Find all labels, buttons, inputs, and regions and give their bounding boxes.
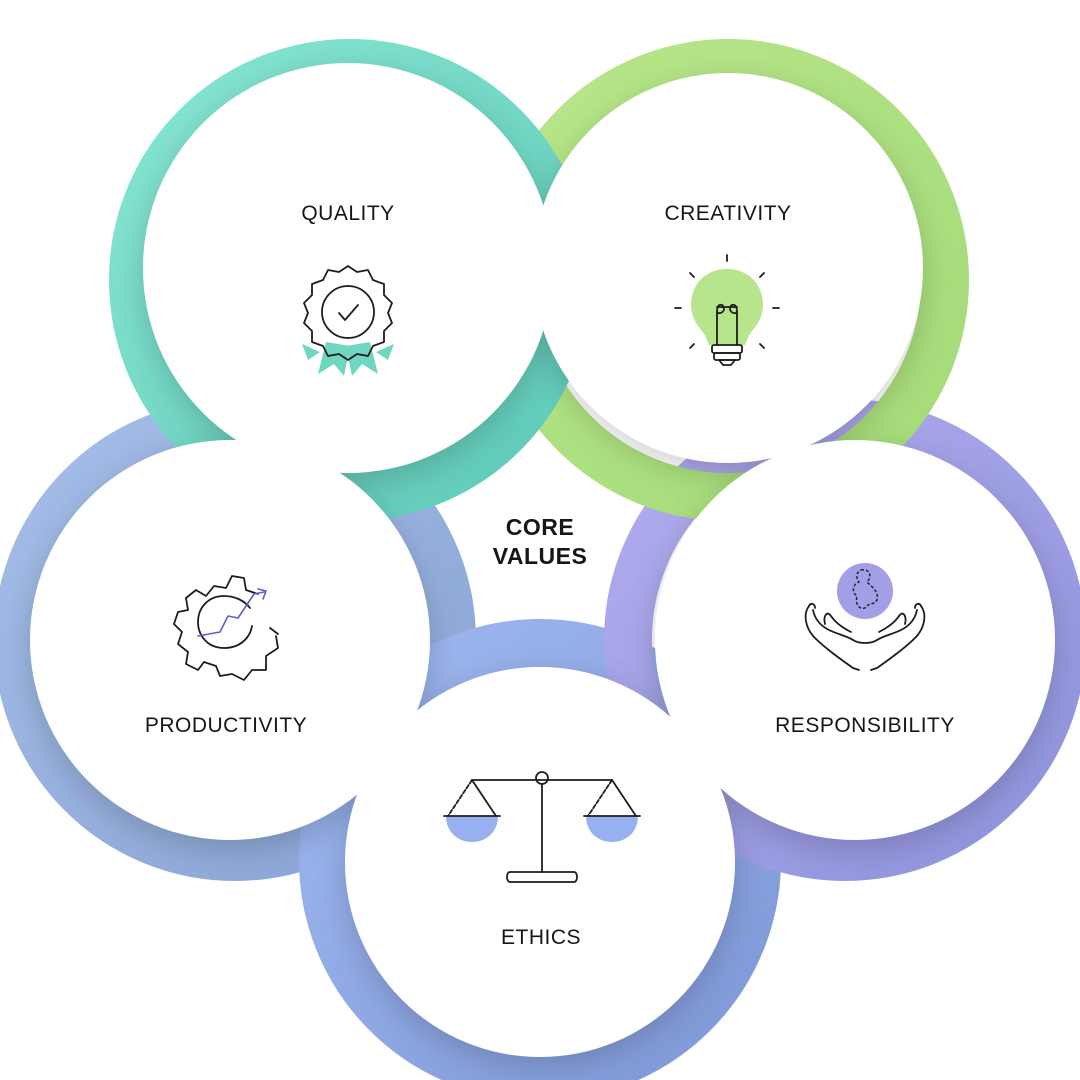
disc-ethics bbox=[345, 667, 735, 1057]
value-label-quality: QUALITY bbox=[301, 202, 394, 225]
value-label-ethics: ETHICS bbox=[501, 926, 581, 949]
center-title-line1: CORE bbox=[506, 514, 574, 540]
center-title-line2: VALUES bbox=[493, 543, 588, 569]
value-label-responsibility: RESPONSIBILITY bbox=[775, 714, 955, 737]
value-label-creativity: CREATIVITY bbox=[664, 202, 791, 225]
disc-responsibility bbox=[655, 440, 1055, 840]
disc-quality bbox=[143, 63, 553, 473]
lightbulb-icon bbox=[674, 254, 780, 366]
gear-growth-icon bbox=[173, 575, 279, 681]
award-badge-icon bbox=[302, 265, 394, 376]
balance-scale-icon bbox=[443, 771, 641, 883]
disc-productivity bbox=[30, 440, 430, 840]
hands-globe-icon bbox=[804, 563, 926, 671]
disc-creativity bbox=[533, 73, 923, 463]
value-label-productivity: PRODUCTIVITY bbox=[145, 714, 307, 737]
